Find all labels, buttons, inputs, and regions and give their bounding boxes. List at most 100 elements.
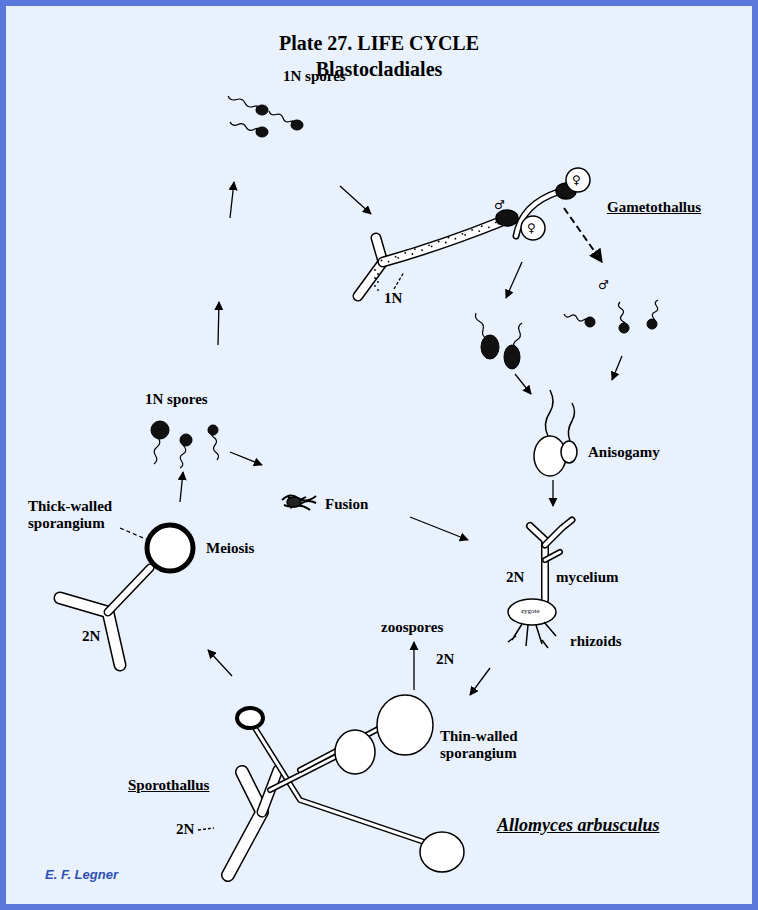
spore-cell — [180, 434, 192, 446]
hypha-fill — [545, 520, 572, 545]
hypha-outline — [228, 772, 262, 875]
stipple-dot — [374, 277, 376, 279]
drawing-part — [521, 216, 545, 240]
stipple-dot — [395, 256, 397, 258]
drawing-part — [566, 168, 590, 192]
hypha-outline — [383, 222, 500, 262]
stage-label: Gametothallus — [607, 199, 701, 216]
stipple-dot — [481, 225, 483, 227]
drawing-part — [561, 441, 577, 463]
spore-cell — [504, 345, 520, 369]
stipple-dot — [455, 238, 457, 240]
stipple-dot — [377, 289, 379, 291]
stipple-dot — [498, 223, 500, 225]
drawing-part — [335, 730, 375, 774]
flagellum — [212, 435, 219, 460]
male-symbol: ♂ — [598, 278, 609, 292]
stipple-dot — [404, 252, 406, 254]
stipple-dot — [397, 257, 399, 259]
spore-cell — [256, 105, 268, 115]
flagellum — [269, 111, 293, 123]
hypha-fill — [270, 756, 337, 790]
arrow — [506, 262, 522, 298]
page-ground: Plate 27. LIFE CYCLE Blastocladiales1N s… — [6, 6, 752, 904]
stipple-dot — [431, 246, 433, 248]
hypha-outline — [545, 520, 572, 545]
female-symbol: ♀ — [572, 173, 581, 187]
hypha-outline — [270, 756, 337, 790]
stipple-dot — [488, 226, 490, 228]
ploidy-label: 2N — [506, 569, 524, 586]
flagellum — [180, 445, 186, 468]
hypha-fill — [545, 552, 560, 560]
hypha-fill — [530, 526, 545, 600]
hypha-outline — [108, 568, 150, 612]
drawing-part — [120, 182, 622, 830]
stipple-dot — [462, 233, 464, 235]
ploidy-label: 2N — [176, 821, 194, 838]
spore-cell — [647, 319, 657, 329]
ploidy-label: 2N — [436, 651, 454, 668]
spore-cell — [208, 425, 218, 435]
arrow — [218, 302, 219, 345]
stipple-dot — [381, 260, 383, 262]
stipple-dot — [438, 241, 440, 243]
hypha-fill — [228, 772, 262, 875]
spore-label: 1N spores — [145, 391, 208, 408]
flagellum — [230, 122, 257, 131]
drawing-part — [420, 832, 464, 872]
process-label: Fusion — [325, 496, 368, 513]
ploidy-label: 2N — [82, 628, 100, 645]
species-name: Allomyces arbusculus — [497, 815, 660, 836]
hypha-outline — [545, 552, 560, 560]
part-label: Thin-walled sporangium — [440, 728, 550, 762]
stipple-dot — [421, 249, 423, 251]
arrow — [198, 828, 214, 830]
arrow — [413, 642, 414, 690]
author-credit: E. F. Legner — [45, 866, 118, 883]
process-label: Anisogamy — [588, 444, 660, 461]
spore-cell — [291, 120, 303, 130]
part-label: zygote — [521, 607, 540, 615]
stipple-dot — [377, 273, 379, 275]
drawing-part — [147, 168, 590, 872]
flagellum — [618, 302, 625, 323]
stipple-dot — [374, 285, 376, 287]
drawing-part — [282, 495, 316, 510]
drawing-part — [287, 497, 301, 507]
process-label: Meiosis — [206, 540, 254, 557]
arrow — [612, 356, 622, 380]
hypha-outline — [530, 526, 545, 600]
arrow — [120, 528, 148, 540]
drawing-part — [147, 525, 193, 571]
arrow — [564, 208, 602, 262]
drawing-part — [377, 695, 433, 755]
stipple-dot — [414, 248, 416, 250]
flagellum — [228, 96, 257, 108]
drawing-part — [60, 192, 572, 875]
hypha-outline — [358, 238, 383, 296]
flagellum — [564, 314, 586, 321]
stipple-dot — [412, 253, 414, 255]
spore-cell — [619, 323, 629, 333]
stipple-dot — [428, 244, 430, 246]
stipple-dot — [377, 281, 379, 283]
drawing-part — [545, 390, 574, 441]
stipple-dot — [448, 237, 450, 239]
arrow — [230, 182, 234, 218]
drawing-part — [237, 708, 263, 728]
stage-label: Sporothallus — [128, 777, 209, 794]
part-label: Thick-walled sporangium — [28, 498, 128, 532]
arrow — [180, 472, 183, 502]
arrow — [470, 668, 490, 695]
spore-cell — [151, 421, 169, 439]
hypha-fill — [108, 568, 150, 612]
part-label: mycelium — [556, 569, 618, 586]
arrow — [552, 480, 553, 506]
spore-label: zoospores — [381, 619, 443, 636]
spore-label: 1N spores — [283, 68, 346, 85]
drawing-part — [496, 210, 518, 226]
flagellum — [154, 436, 160, 464]
arrow — [340, 186, 371, 214]
female-symbol: ♀ — [527, 221, 536, 235]
